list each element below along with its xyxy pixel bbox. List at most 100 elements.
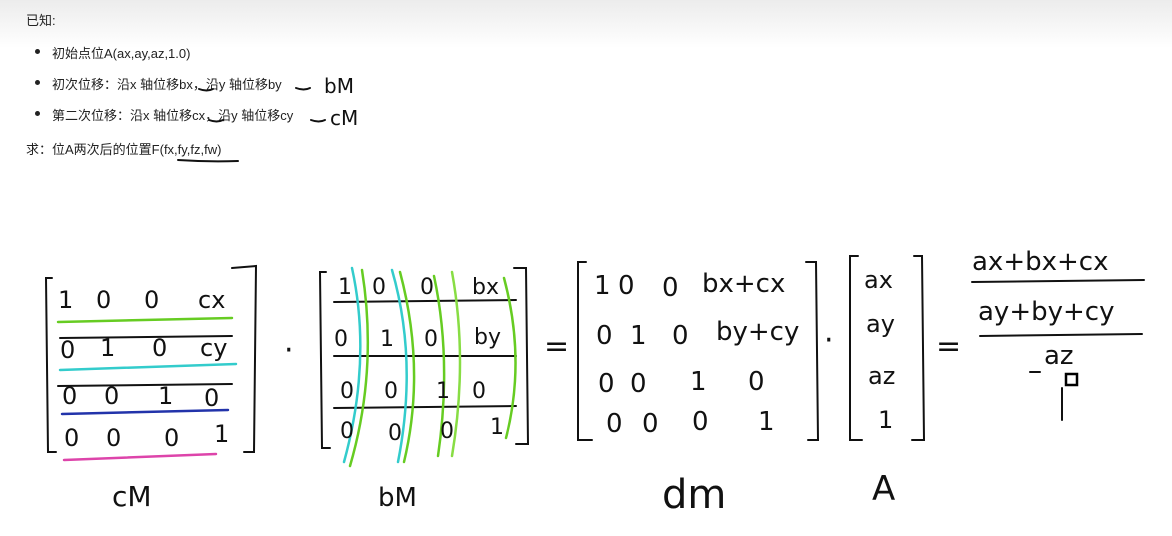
dm-cell: 0	[748, 367, 765, 397]
dm-cell: 1	[690, 367, 707, 397]
bm-col3-green-stroke	[432, 274, 446, 458]
bm-cell: by	[474, 325, 501, 350]
bm-cell: 1	[490, 415, 504, 440]
fraction-bar	[979, 333, 1143, 337]
result-second-row: ay+by+cy	[978, 297, 1114, 327]
bm-cell: bx	[472, 275, 499, 300]
bm-cell: 1	[380, 327, 394, 352]
bm-cell: 0	[420, 275, 434, 300]
dm-cell: 0	[672, 321, 689, 351]
cm-row4-magenta-line	[62, 452, 218, 462]
bullet-icon	[35, 80, 40, 85]
bm-cell: 0	[384, 379, 398, 404]
dm-cell: 1	[630, 321, 647, 351]
cm-cell: cy	[200, 334, 227, 362]
bm-cell: 1	[436, 379, 450, 404]
note-b-unit: bM	[324, 74, 354, 98]
bm-col3b-green-stroke	[450, 270, 462, 458]
bm-left-bracket	[318, 271, 331, 449]
bullet-icon	[35, 111, 40, 116]
note-c-unit: cM	[330, 106, 359, 130]
bm-col1-cyan-stroke	[342, 266, 362, 464]
list-item-second-move: 第二次位移：沿x 轴位移cx，沿y 轴位移cy	[52, 108, 294, 123]
dm-cell: 0	[642, 409, 659, 439]
cm-cell: cx	[198, 286, 225, 314]
result-third-row: az	[1044, 341, 1074, 371]
underline-cy	[310, 119, 326, 123]
bm-cell: 0	[340, 379, 354, 404]
a-vector-cell: az	[868, 362, 895, 390]
underline-by	[295, 87, 311, 91]
dm-cell: by+cy	[716, 317, 799, 347]
underline-cx	[208, 119, 224, 123]
underline-bx	[198, 88, 214, 92]
cm-cell: 1	[214, 420, 229, 448]
a-vector-cell: ay	[866, 310, 895, 338]
dm-cell: 1	[594, 271, 611, 301]
a-left-bracket	[849, 255, 863, 441]
bm-cell: 0	[388, 421, 402, 446]
cm-cell: 0	[64, 424, 79, 452]
cm-cell: 1	[100, 334, 115, 362]
a-vector-cell: ax	[864, 266, 893, 294]
dm-cell: 1	[758, 407, 775, 437]
bm-row-line	[333, 299, 517, 303]
dm-cell: 0	[630, 369, 647, 399]
cm-row2-cyan-line	[58, 362, 238, 372]
cm-cell: 0	[204, 384, 219, 412]
known-label: 已知:	[26, 13, 56, 28]
result-numerator: ax+bx+cx	[972, 247, 1108, 277]
bm-col1-green-stroke	[348, 268, 370, 468]
bm-cell: 1	[338, 275, 352, 300]
cm-cell: 0	[144, 286, 159, 314]
label-cm: cM	[112, 480, 152, 513]
cursor-box-icon	[1064, 372, 1079, 387]
cm-cell: 1	[58, 286, 73, 314]
list-item-initial-point: 初始点位A(ax,ay,az,1.0)	[52, 46, 191, 61]
cm-cell: 0	[164, 424, 179, 452]
cm-row-line	[59, 335, 233, 339]
bullet-icon	[35, 49, 40, 54]
cm-cell: 1	[158, 382, 173, 410]
equals-operator: =	[544, 329, 569, 364]
fraction-bar	[971, 279, 1145, 283]
dm-cell: 0	[606, 409, 623, 439]
bm-cell: 0	[472, 379, 486, 404]
dm-cell: 0	[662, 273, 679, 303]
bm-col2-cyan-stroke	[390, 268, 408, 464]
bm-cell: 0	[340, 419, 354, 444]
a-right-bracket	[911, 255, 926, 441]
bm-row-line	[333, 405, 517, 409]
bm-cell: 0	[372, 275, 386, 300]
cm-cell: 0	[104, 382, 119, 410]
label-dm: dm	[662, 472, 726, 518]
cm-cell: 0	[106, 424, 121, 452]
label-bm: bM	[378, 483, 417, 513]
bm-cell: 0	[440, 419, 454, 444]
cm-cell: 0	[152, 334, 167, 362]
cm-right-bracket	[231, 264, 258, 453]
dm-cell: 0	[692, 407, 709, 437]
bm-col4-green-stroke	[502, 276, 517, 440]
cm-cell: 0	[60, 336, 75, 364]
bm-cell: 0	[334, 327, 348, 352]
top-shade	[0, 0, 1172, 48]
dot-operator: ·	[824, 323, 834, 358]
underline-F	[177, 159, 239, 163]
a-vector-cell: 1	[878, 406, 893, 434]
dm-cell: 0	[596, 321, 613, 351]
cm-row-line	[57, 383, 233, 387]
bm-cell: 0	[424, 327, 438, 352]
dm-cell: 0	[618, 271, 635, 301]
dm-right-bracket	[805, 261, 820, 441]
cm-cell: 0	[62, 382, 77, 410]
bm-right-bracket	[513, 267, 530, 445]
question-text: 求：位A两次后的位置F(fx,fy,fz,fw)	[26, 142, 222, 157]
dot-operator: ·	[284, 333, 294, 368]
equals-operator: =	[936, 329, 961, 364]
list-item-first-move: 初次位移：沿x 轴位移bx，沿y 轴位移by	[52, 77, 282, 92]
dm-cell: 0	[598, 369, 615, 399]
bm-col2-green-stroke	[398, 270, 416, 464]
cm-cell: 0	[96, 286, 111, 314]
